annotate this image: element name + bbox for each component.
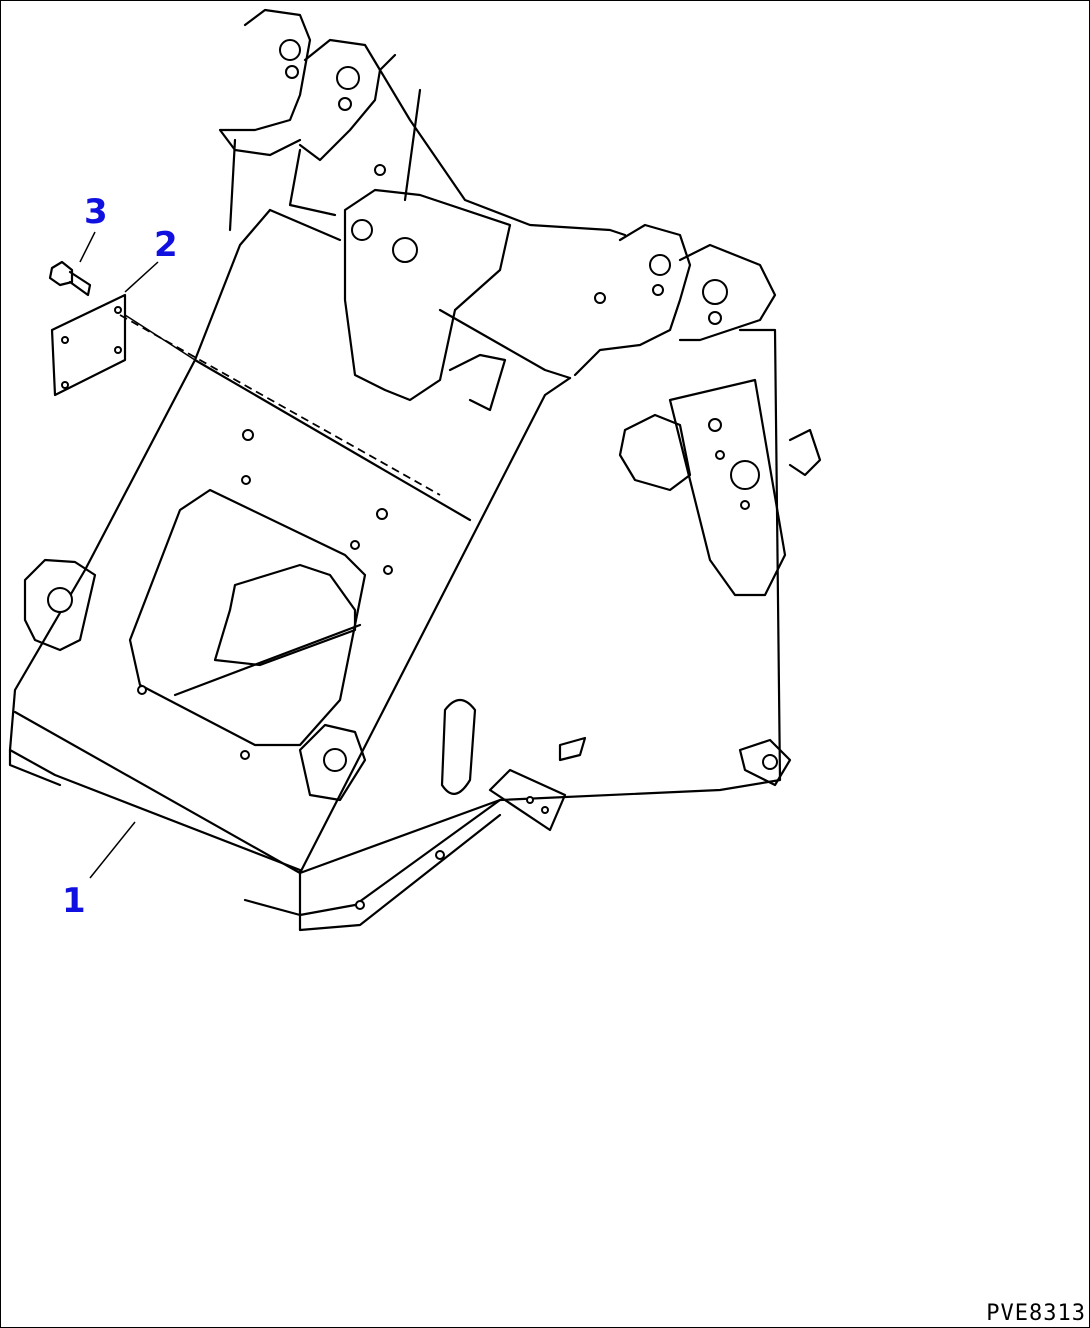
top-opening <box>128 429 393 760</box>
plate-part <box>50 293 196 397</box>
callout-2: 2 <box>154 225 178 265</box>
callout-1: 1 <box>62 881 86 921</box>
front-frame-body <box>8 53 782 932</box>
center-brackets <box>343 164 512 412</box>
callout-3: 3 <box>84 192 108 232</box>
right-brackets <box>573 223 822 597</box>
pivot-bosses <box>23 558 792 802</box>
drawing-code: PVE8313 <box>986 1301 1086 1326</box>
leader-lines <box>79 231 159 879</box>
side-details <box>355 698 587 910</box>
upper-left-brackets <box>218 8 382 162</box>
bolt-part <box>48 260 92 297</box>
